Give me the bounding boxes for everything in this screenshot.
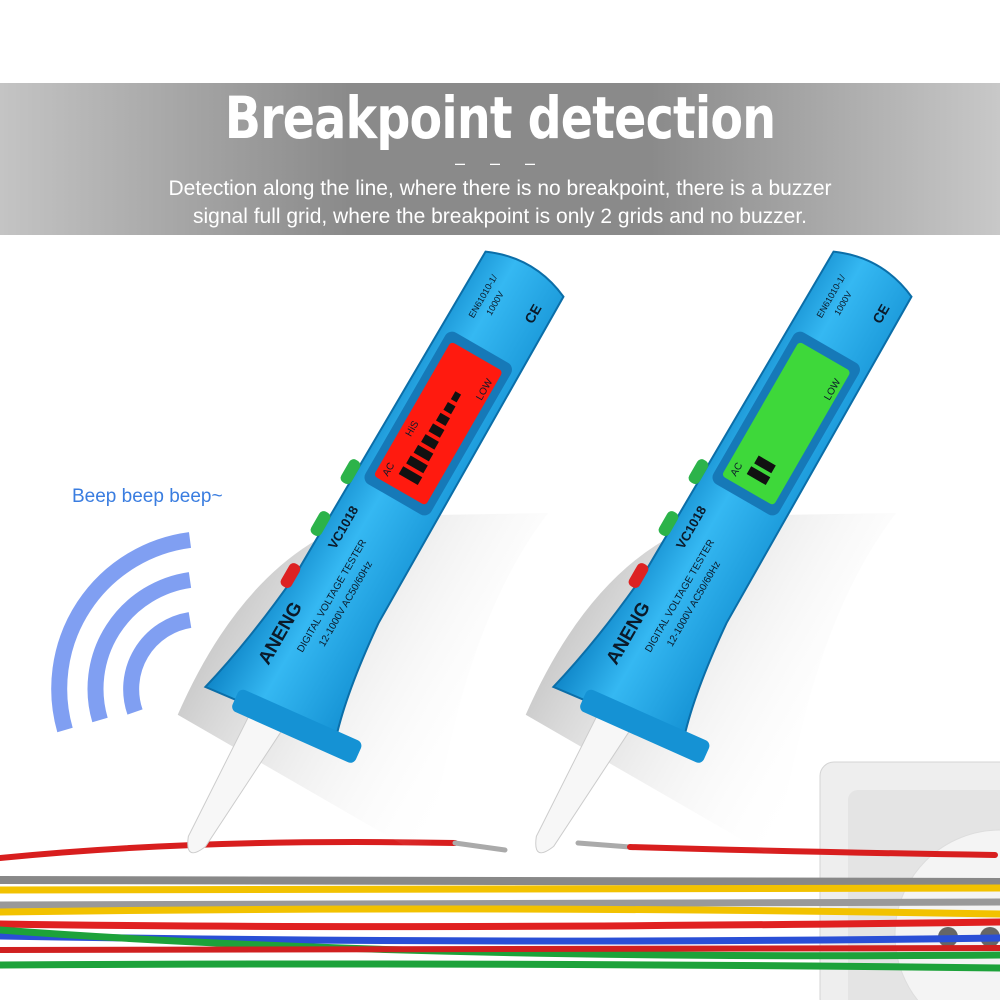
signal-bar	[428, 423, 445, 438]
subtitle: Detection along the line, where there is…	[0, 175, 1000, 231]
tester-shadow	[525, 513, 897, 860]
probe-tip	[187, 712, 283, 854]
side-button	[280, 563, 301, 588]
page-title: Breakpoint detection	[224, 84, 776, 152]
signal-bar	[421, 434, 439, 450]
broken-red-wire	[0, 839, 998, 861]
probe-tip	[535, 712, 631, 854]
subtitle-line: signal full grid, where the breakpoint i…	[192, 205, 808, 228]
signal-bar	[746, 466, 771, 486]
tester-collar	[580, 689, 710, 763]
signal-bar	[413, 444, 434, 462]
subtitle-line: Detection along the line, where there is…	[168, 177, 832, 200]
wire-bundle	[0, 876, 1000, 972]
lcd-screen	[374, 342, 502, 505]
signal-bar	[443, 402, 456, 415]
side-button	[658, 511, 679, 536]
side-button	[688, 459, 709, 485]
lcd-screen	[722, 342, 850, 505]
signal-bar	[398, 466, 423, 486]
sound-label: Beep beep beep~	[72, 486, 223, 507]
tester-collar	[232, 689, 362, 763]
tester-shadow	[177, 513, 549, 860]
side-button	[310, 511, 331, 536]
signal-bar	[435, 412, 450, 427]
header-banner: Breakpoint detection – – – Detection alo…	[0, 83, 1000, 235]
sound-wave-icon	[51, 532, 192, 733]
title-divider: – – –	[454, 153, 546, 173]
signal-bar	[406, 455, 428, 474]
signal-bar	[754, 455, 776, 474]
side-button	[628, 563, 649, 588]
side-button	[340, 459, 361, 485]
signal-bar	[450, 391, 462, 403]
